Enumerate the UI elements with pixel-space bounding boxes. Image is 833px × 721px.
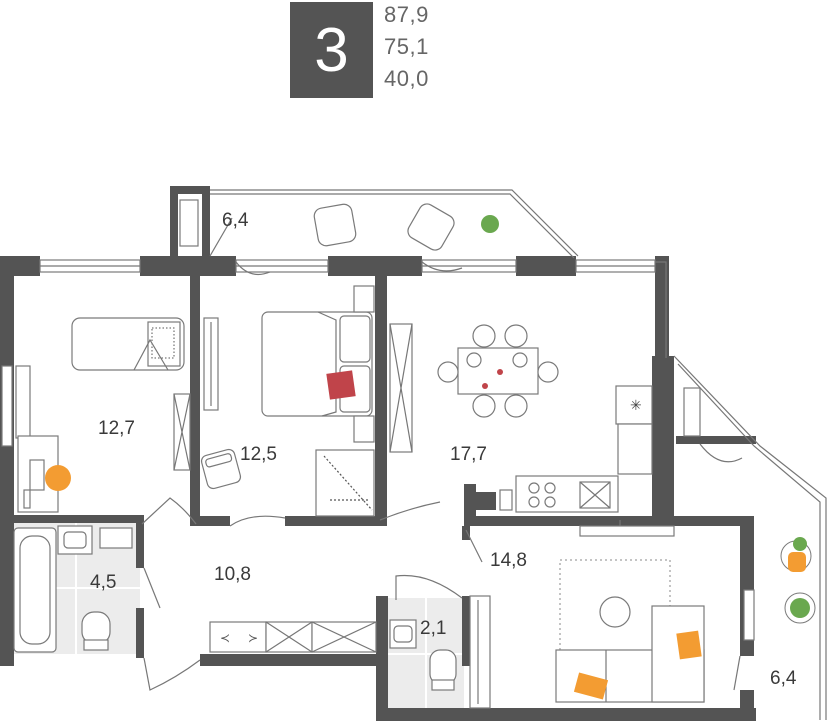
label-bedroom-left: 12,7 xyxy=(98,418,135,439)
doors xyxy=(141,217,743,691)
kitchen-area: 40,0 xyxy=(384,66,429,91)
bed-double xyxy=(261,311,373,417)
washer xyxy=(99,527,133,549)
label-living: 14,8 xyxy=(490,550,527,571)
room-count: 3 xyxy=(314,15,349,85)
nightstand xyxy=(353,285,375,443)
plant-icon xyxy=(481,215,816,624)
walls xyxy=(0,186,756,721)
balcony-chairs xyxy=(179,199,701,437)
tv-unit xyxy=(389,323,413,453)
person-icon xyxy=(780,537,812,572)
label-balcony-top: 6,4 xyxy=(222,210,249,231)
svg-text:✳: ✳ xyxy=(630,397,642,413)
armchair-center xyxy=(200,448,242,490)
kitchen-counter: ✳ xyxy=(499,385,653,513)
windows xyxy=(1,259,755,641)
bed-single xyxy=(71,317,185,371)
living-area: 75,1 xyxy=(384,34,429,59)
toilet-bath xyxy=(81,611,111,651)
label-balcony-right: 6,4 xyxy=(770,668,797,689)
wc-floor xyxy=(388,598,464,710)
wardrobe-left xyxy=(173,393,191,471)
balcony-top xyxy=(210,189,667,358)
svg-text:≺: ≺ xyxy=(220,631,230,645)
wc-sink xyxy=(389,619,417,649)
tv-stand xyxy=(579,520,675,537)
wardrobe-center xyxy=(203,317,219,411)
hall-wardrobe: ≺ ≻ xyxy=(209,621,377,653)
shoe-rack xyxy=(469,595,491,709)
total-area: 87,9 xyxy=(384,2,429,27)
room-count-badge: 3 xyxy=(290,2,373,98)
label-bedroom-center: 12,5 xyxy=(240,444,277,465)
sink-bath xyxy=(57,525,93,555)
wc-toilet xyxy=(429,649,457,691)
dining-table xyxy=(437,324,559,418)
label-bathroom: 4,5 xyxy=(90,572,116,593)
balcony-right xyxy=(673,355,827,720)
closet-hangers xyxy=(315,449,375,517)
label-wc: 2,1 xyxy=(420,618,446,639)
sofa xyxy=(555,605,705,703)
label-hall: 10,8 xyxy=(214,564,251,585)
fridge xyxy=(476,492,496,510)
desk-left xyxy=(17,435,71,513)
bathtub xyxy=(13,527,57,653)
label-kitchen-living: 17,7 xyxy=(450,444,487,465)
rug xyxy=(559,559,671,651)
radiator-left xyxy=(15,365,31,439)
svg-text:≻: ≻ xyxy=(248,631,258,645)
